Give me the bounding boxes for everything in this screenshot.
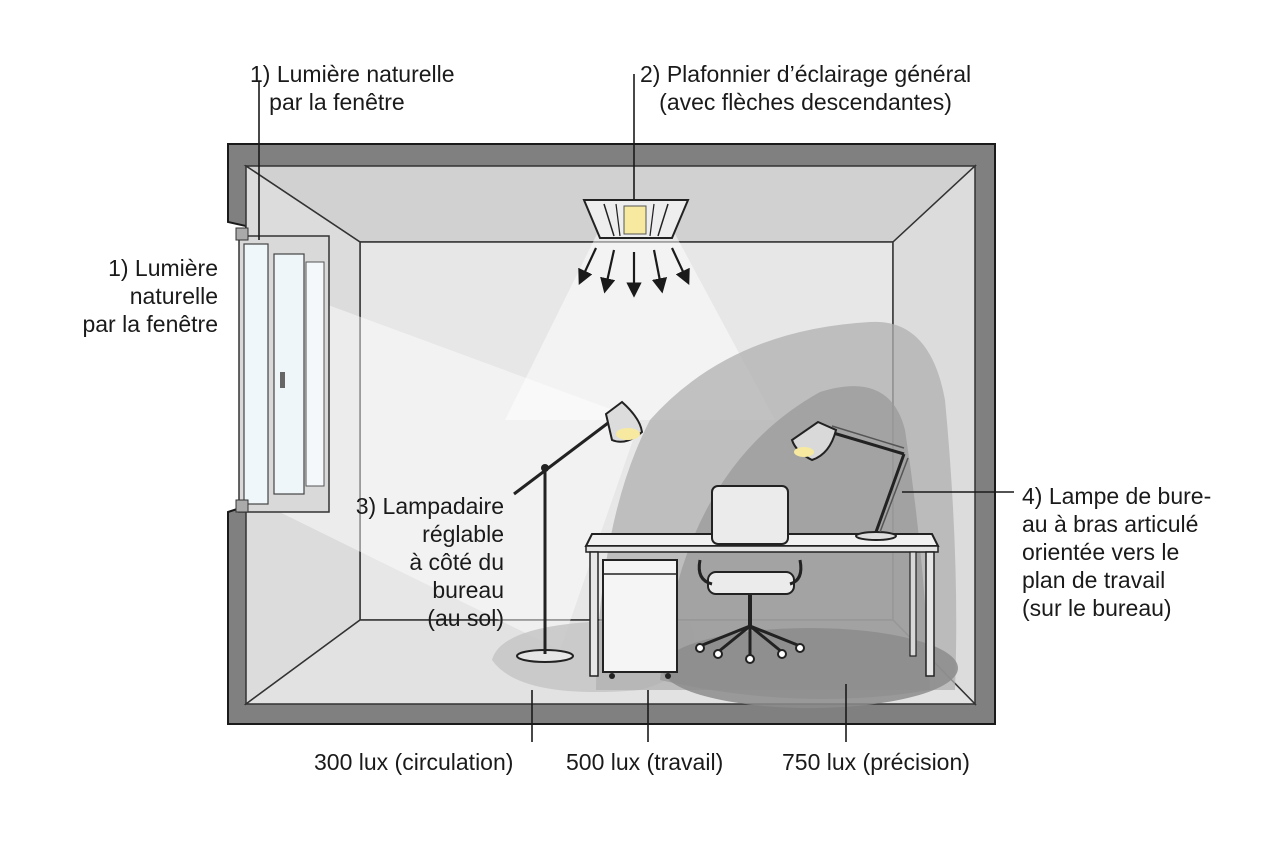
label-zone-travail: 500 lux (travail)	[566, 749, 724, 775]
ceiling-light-fixture	[582, 199, 690, 239]
office-chair	[695, 485, 805, 664]
label-ceiling-light: 2) Plafonnier d’éclairage général (avec …	[640, 61, 972, 115]
leader-lines	[258, 74, 1014, 742]
label-zone-circulation: 300 lux (circulation)	[314, 749, 514, 775]
desk-lamp	[790, 420, 909, 541]
bulb-icon	[623, 205, 647, 235]
label-window-side: 1) Lumière naturelle par la fenêtre	[82, 255, 218, 337]
label-zone-precision: 750 lux (précision)	[782, 749, 970, 775]
window	[235, 227, 330, 513]
floor-lamp	[513, 400, 644, 663]
label-floor-lamp: 3) Lampadaire réglable à côté du bureau …	[355, 493, 504, 631]
window-handle-icon	[280, 372, 285, 388]
drawer-cabinet	[602, 559, 678, 679]
zone-750-floor-patch	[662, 628, 958, 708]
down-arrows-icon	[578, 247, 690, 298]
desk	[584, 533, 940, 677]
label-window-top: 1) Lumière naturelle par la fenêtre	[250, 61, 455, 115]
label-desk-lamp: 4) Lampe de bure- au à bras articulé ori…	[1022, 483, 1212, 621]
